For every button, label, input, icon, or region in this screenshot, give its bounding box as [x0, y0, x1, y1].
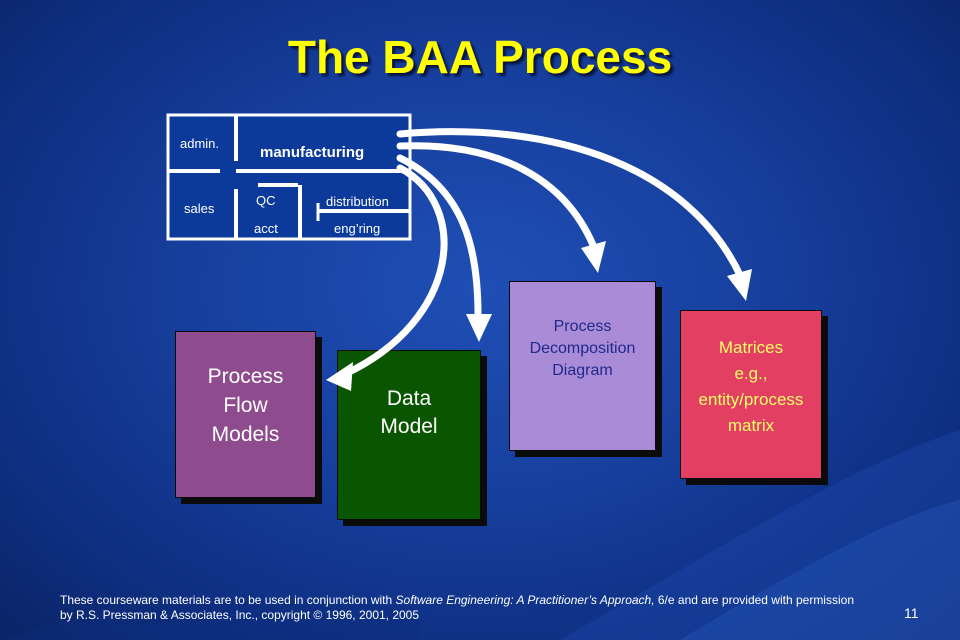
process-flow-models-label: Process Flow Models — [207, 365, 284, 446]
copyright-footer: These courseware materials are to be use… — [60, 593, 860, 623]
org-engring-label: eng’ring — [334, 221, 381, 236]
process-flow-models-box: Process Flow Models — [175, 331, 316, 498]
footer-text-2: 6/e and are provided with permission by … — [60, 593, 854, 622]
org-admin-label: admin. — [180, 136, 220, 151]
org-chart: admin. manufacturing sales QC distributi… — [166, 113, 412, 241]
org-manufacturing-label: manufacturing — [260, 144, 365, 161]
footer-text-1: These courseware materials are to be use… — [60, 593, 396, 607]
org-distribution-label: distribution — [326, 194, 389, 209]
matrices-box: Matrices e.g., entity/process matrix — [680, 310, 822, 479]
data-model-label: Data Model — [380, 387, 438, 438]
org-acct-label: acct — [254, 221, 278, 236]
org-sales-label: sales — [184, 201, 215, 216]
data-model-box: Data Model — [337, 350, 481, 520]
process-decomposition-box: Process Decomposition Diagram — [509, 281, 656, 451]
process-decomposition-label: Process Decomposition Diagram — [529, 318, 636, 379]
slide-title: The BAA Process — [287, 31, 673, 83]
page-number: 11 — [904, 605, 919, 621]
footer-book-title: Software Engineering: A Practitioner’s A… — [395, 593, 655, 607]
matrices-label: Matrices e.g., entity/process matrix — [698, 338, 804, 435]
org-qc-label: QC — [256, 193, 276, 208]
